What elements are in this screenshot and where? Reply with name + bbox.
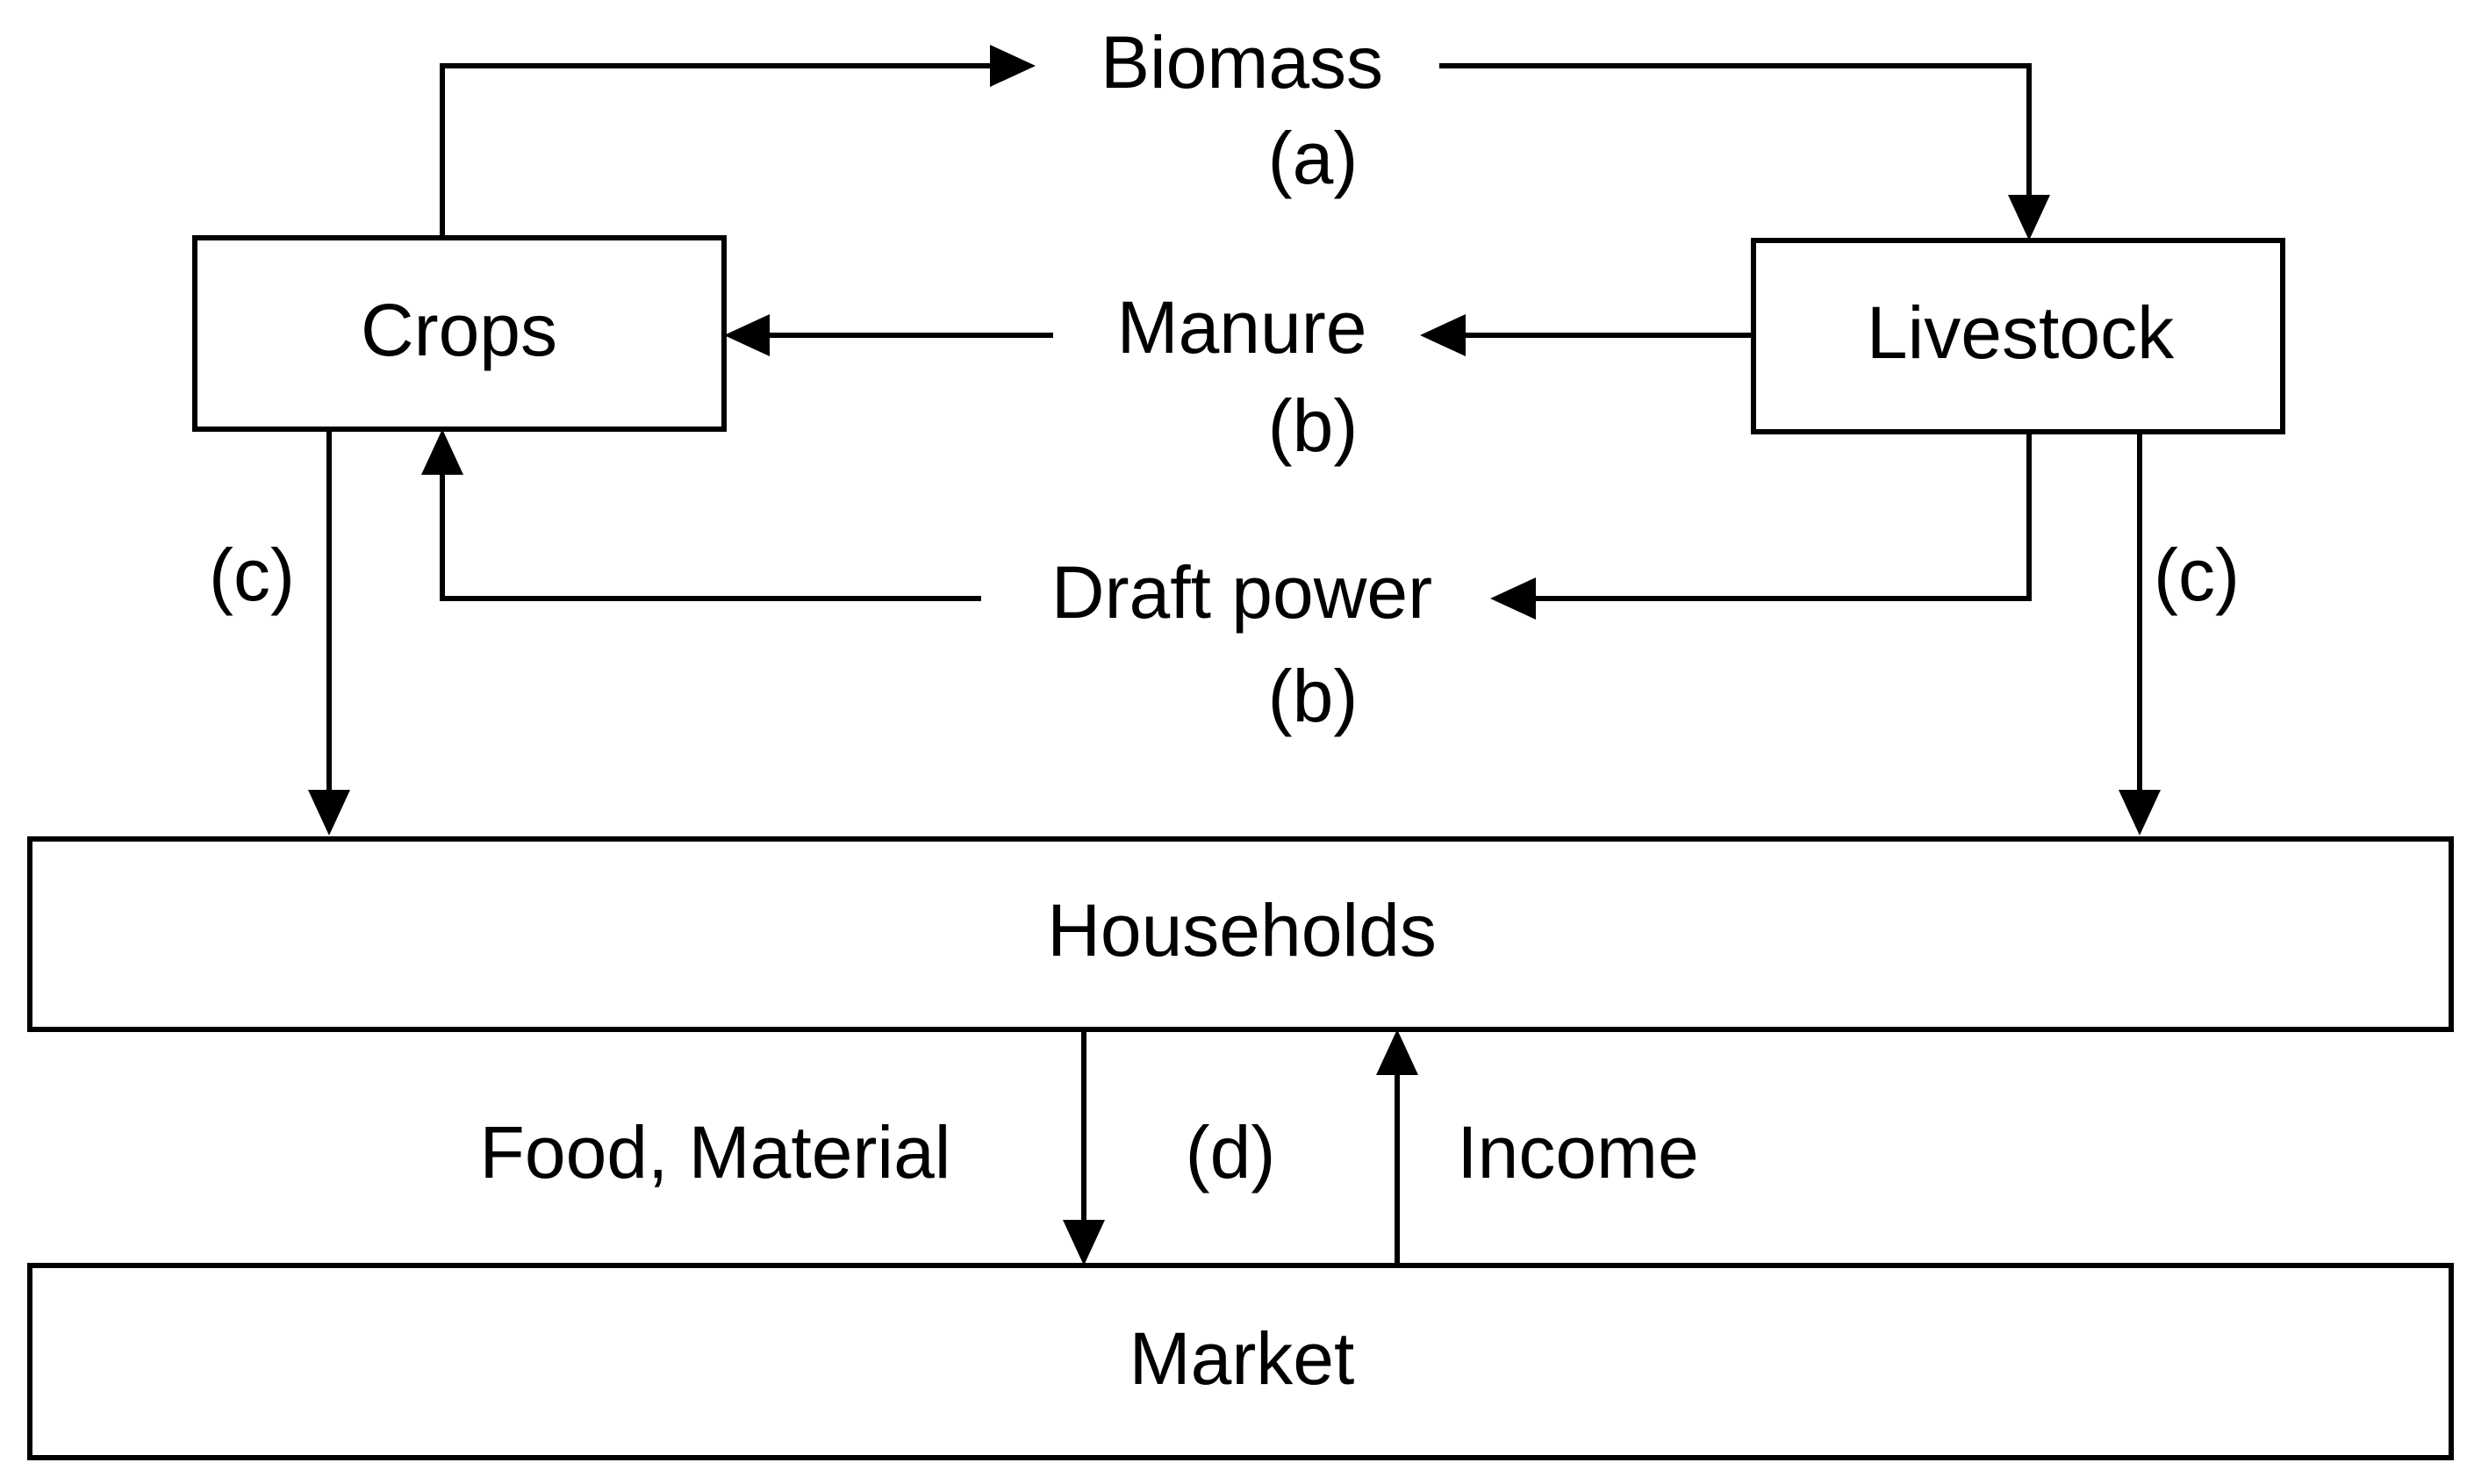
market-node: Market: [27, 1263, 2454, 1460]
market-box: [27, 1263, 2454, 1460]
crops-label: Crops: [361, 289, 557, 371]
livestock-to-households-flow: (c): [2119, 432, 2240, 835]
draft-power-line-right: [1534, 432, 2032, 601]
livestock-households-tag: (c): [2154, 534, 2240, 616]
draft-power-arrowhead-crops: [421, 429, 463, 475]
biomass-arrowhead-right: [990, 45, 1036, 87]
livestock-box: [1751, 238, 2285, 434]
biomass-label: Biomass: [1101, 21, 1383, 104]
biomass-flow: Biomass (a): [440, 21, 2050, 240]
households-box: [27, 836, 2454, 1032]
manure-arrowhead-crops: [724, 314, 770, 356]
market-label: Market: [1129, 1317, 1355, 1400]
draft-power-line-left: [440, 474, 981, 601]
draft-power-flow: Draft power (b): [421, 429, 2032, 737]
manure-label: Manure: [1117, 286, 1367, 369]
biomass-tag: (a): [1268, 117, 1359, 199]
households-market-exchange: Food, Material (d) Income: [480, 1029, 1699, 1265]
income-label: Income: [1457, 1111, 1698, 1194]
income-arrowhead: [1376, 1029, 1418, 1075]
biomass-line-right: [1439, 63, 2032, 195]
manure-flow: Manure (b): [724, 286, 1753, 467]
manure-arrowhead-mid: [1420, 314, 1466, 356]
crops-households-tag: (c): [209, 534, 295, 616]
manure-tag: (b): [1268, 384, 1359, 467]
crops-node: Crops: [192, 235, 727, 432]
biomass-arrowhead-down: [2008, 195, 2050, 240]
crops-box: [192, 235, 727, 432]
draft-power-label: Draft power: [1051, 551, 1432, 634]
food-material-arrowhead: [1063, 1220, 1105, 1265]
food-material-label: Food, Material: [480, 1111, 951, 1194]
draft-power-arrowhead-mid: [1490, 577, 1536, 620]
biomass-line-left: [440, 63, 992, 238]
households-node: Households: [27, 836, 2454, 1032]
livestock-node: Livestock: [1751, 238, 2285, 434]
crops-households-arrowhead: [308, 790, 350, 835]
crops-to-households-flow: (c): [209, 429, 350, 835]
draft-power-tag: (b): [1268, 655, 1359, 737]
exchange-tag: (d): [1186, 1111, 1276, 1194]
households-label: Households: [1047, 889, 1437, 971]
livestock-label: Livestock: [1867, 291, 2175, 374]
livestock-households-arrowhead: [2119, 790, 2161, 835]
